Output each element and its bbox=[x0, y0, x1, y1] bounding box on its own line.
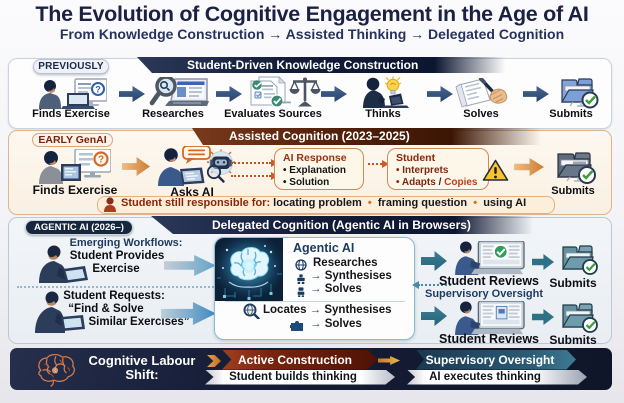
svg-text:?: ? bbox=[95, 85, 101, 95]
svg-text:?: ? bbox=[98, 155, 104, 166]
